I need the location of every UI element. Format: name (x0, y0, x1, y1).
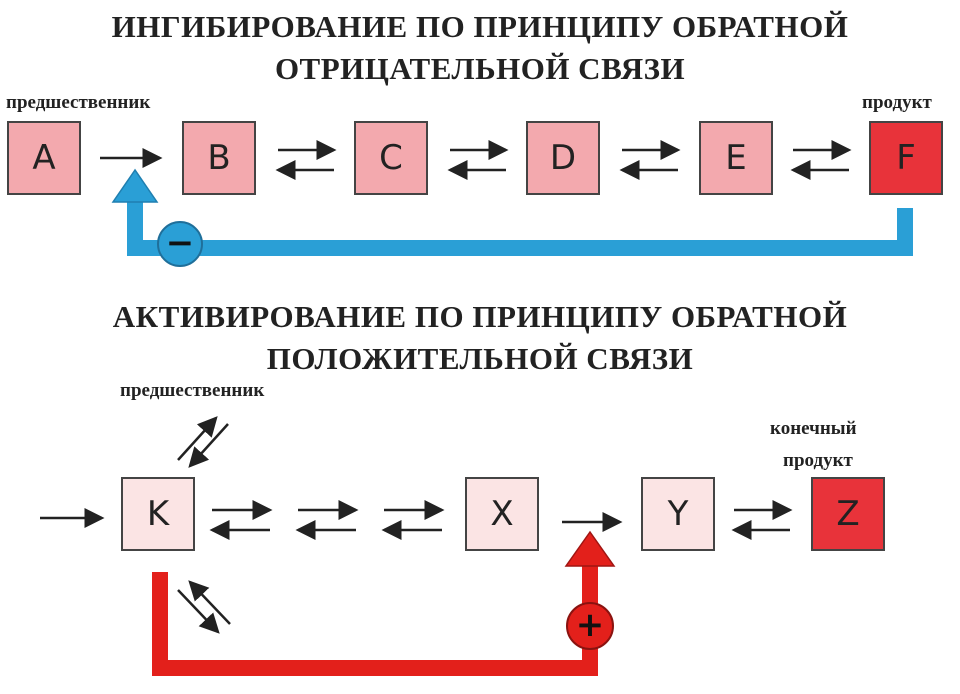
node-A: A (7, 121, 81, 195)
node-B: B (182, 121, 256, 195)
node-C: C (354, 121, 428, 195)
red-feedback-line (152, 562, 598, 676)
minus-circle (157, 221, 203, 267)
svg-text:X: X (490, 494, 513, 534)
branch-arrows-K-up (177, 416, 229, 468)
svg-text:Y: Y (667, 494, 689, 534)
svg-text:K: K (147, 494, 171, 534)
top-blue-feedback-loop: − (111, 168, 913, 267)
reversible-arrows-Y-Z (731, 500, 793, 540)
inhibition-title-line2: ОТРИЦАТЕЛЬНОЙ СВЯЗИ (274, 51, 686, 86)
end-product-label-line1: конечный (770, 418, 857, 439)
svg-text:F: F (896, 138, 916, 178)
svg-text:A: A (32, 138, 55, 178)
svg-text:C: C (379, 138, 403, 178)
end-product-label-line2: продукт (783, 450, 853, 471)
reversible-arrows-K-1 (209, 500, 273, 540)
svg-text:D: D (550, 138, 576, 178)
red-feedback-arrowhead (564, 530, 616, 567)
minus-sign: − (166, 223, 195, 263)
reversible-arrows-to-X (381, 500, 445, 540)
reversible-arrows-K-2 (295, 500, 359, 540)
branch-arrows-K-down (177, 580, 231, 634)
svg-text:E: E (725, 138, 746, 178)
reversible-arrows-C-D (447, 140, 509, 180)
svg-text:B: B (207, 138, 230, 178)
node-F: F (869, 121, 943, 195)
top-product-label: продукт (862, 92, 932, 113)
reversible-arrows-D-E (619, 140, 681, 180)
reversible-arrows-B-C (275, 140, 337, 180)
svg-text:Z: Z (836, 494, 859, 534)
inhibition-title-line1: ИНГИБИРОВАНИЕ ПО ПРИНЦИПУ ОБРАТНОЙ (111, 9, 849, 44)
plus-sign: + (576, 605, 605, 645)
node-K: K (121, 477, 195, 551)
blue-feedback-line (127, 198, 913, 256)
top-precursor-label: предшественник (6, 92, 151, 113)
reversible-arrows-E-F (790, 140, 852, 180)
node-X: X (465, 477, 539, 551)
node-D: D (526, 121, 600, 195)
node-Y: Y (641, 477, 715, 551)
bottom-red-feedback-loop: + (152, 530, 616, 676)
activation-title-line2: ПОЛОЖИТЕЛЬНОЙ СВЯЗИ (266, 341, 694, 376)
activation-title-line1: АКТИВИРОВАНИЕ ПО ПРИНЦИПУ ОБРАТНОЙ (112, 299, 848, 334)
node-E: E (699, 121, 773, 195)
node-Z: Z (811, 477, 885, 551)
plus-circle (566, 602, 614, 650)
blue-feedback-arrowhead (111, 168, 159, 203)
bottom-precursor-label: предшественник (120, 380, 265, 401)
